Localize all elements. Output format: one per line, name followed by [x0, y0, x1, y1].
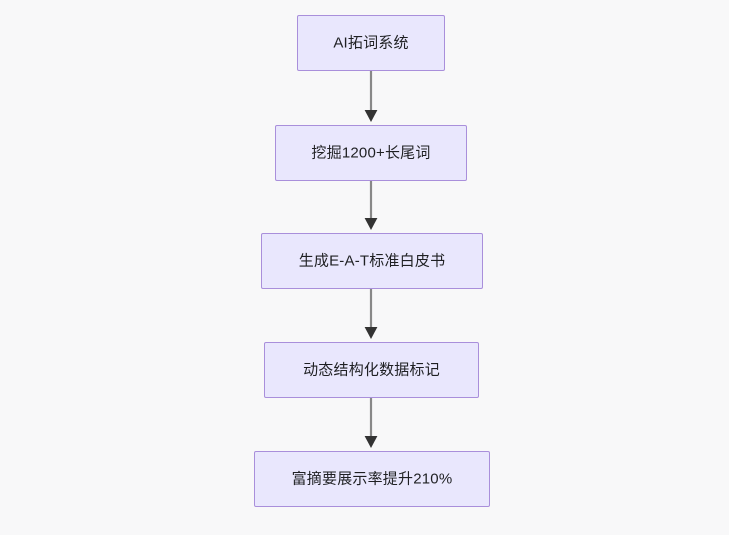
flow-edge-3 [359, 289, 383, 342]
arrow-down-icon [364, 71, 378, 122]
arrow-down-icon [364, 289, 378, 339]
flow-node-rich-snippet-result[interactable]: 富摘要展示率提升210% [254, 451, 490, 507]
flow-node-structured-data-markup[interactable]: 动态结构化数据标记 [264, 342, 479, 398]
arrow-down-icon [364, 398, 378, 448]
flow-node-longtail-mining[interactable]: 挖掘1200+长尾词 [275, 125, 467, 181]
flow-node-label: 富摘要展示率提升210% [291, 470, 453, 487]
flow-node-label: 动态结构化数据标记 [303, 361, 440, 378]
flow-edge-4 [359, 398, 383, 451]
flow-node-label: 生成E-A-T标准白皮书 [298, 252, 446, 269]
arrow-down-icon [364, 181, 378, 230]
flow-node-label: AI拓词系统 [333, 34, 409, 51]
flow-edge-2 [359, 181, 383, 233]
flow-node-eat-whitepaper[interactable]: 生成E-A-T标准白皮书 [261, 233, 483, 289]
flow-edge-1 [359, 71, 383, 125]
flow-node-ai-keyword-system[interactable]: AI拓词系统 [297, 15, 445, 71]
flow-node-label: 挖掘1200+长尾词 [311, 144, 431, 161]
